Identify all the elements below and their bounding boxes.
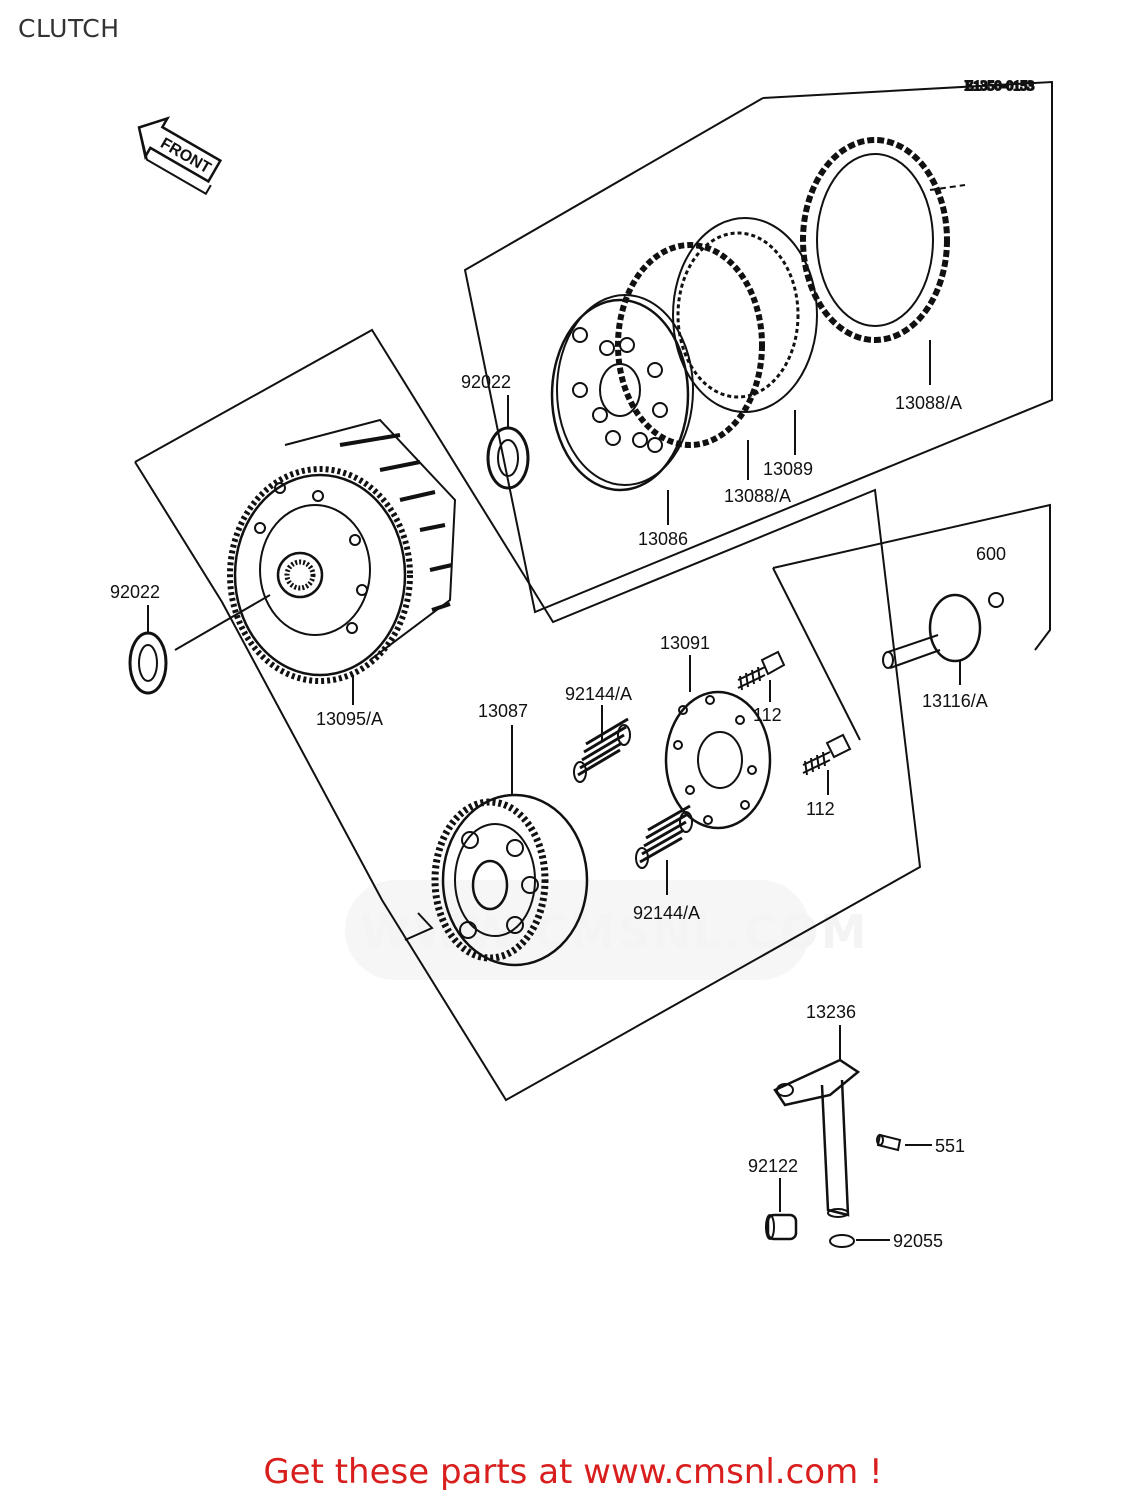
pushrod-group-outline <box>772 503 1051 651</box>
label-92144a-lower: 92144/A <box>633 903 700 923</box>
dowel <box>765 1213 798 1241</box>
bolt-upper <box>737 650 786 691</box>
clutch-housing <box>227 418 457 684</box>
clutch-hub <box>431 793 589 967</box>
clutch-spring-lower <box>635 804 693 869</box>
washer <box>829 1234 855 1248</box>
label-92144a-upper: 92144/A <box>565 684 632 704</box>
clutch-spring-upper <box>573 717 631 783</box>
label-92022-left: 92022 <box>110 582 160 602</box>
steel-plate <box>672 217 818 413</box>
page-title: CLUTCH <box>18 14 120 43</box>
label-551: 551 <box>935 1136 965 1156</box>
bolt-lower <box>802 733 852 776</box>
diagram-ref-number: E1350-0153 <box>965 79 1034 94</box>
label-13091: 13091 <box>660 633 710 653</box>
label-13116a: 13116/A <box>922 691 988 711</box>
friction-plate-rear <box>800 137 950 343</box>
friction-plate-middle <box>615 242 765 448</box>
label-13236: 13236 <box>806 1002 856 1022</box>
steel-ball <box>988 592 1004 608</box>
release-shaft <box>773 1058 861 1218</box>
pin <box>876 1133 902 1152</box>
thrust-washer-left <box>128 631 168 695</box>
label-13095a: 13095/A <box>316 709 383 729</box>
label-13088a-middle: 13088/A <box>724 486 791 506</box>
housing-group-outline <box>134 328 922 1102</box>
label-13089: 13089 <box>763 459 813 479</box>
front-arrow-icon: FRONT <box>137 116 223 196</box>
push-rod <box>882 593 982 669</box>
label-13088a-rear: 13088/A <box>895 393 962 413</box>
spring-plate <box>664 690 772 830</box>
watermark-text: WWW.CMSNL.COM <box>360 905 869 959</box>
label-92122: 92122 <box>748 1156 798 1176</box>
label-13087: 13087 <box>478 701 528 721</box>
label-112-lower: 112 <box>806 799 835 819</box>
label-600: 600 <box>976 544 1006 564</box>
label-92022-upper: 92022 <box>461 372 511 392</box>
watermark-badge <box>345 880 810 980</box>
clutch-plates-group-outline <box>463 80 1053 614</box>
label-13086: 13086 <box>638 529 688 549</box>
label-92055: 92055 <box>893 1231 943 1251</box>
footer-parts-link[interactable]: Get these parts at www.cmsnl.com ! <box>263 1452 883 1492</box>
label-112-upper: 112 <box>753 705 782 725</box>
